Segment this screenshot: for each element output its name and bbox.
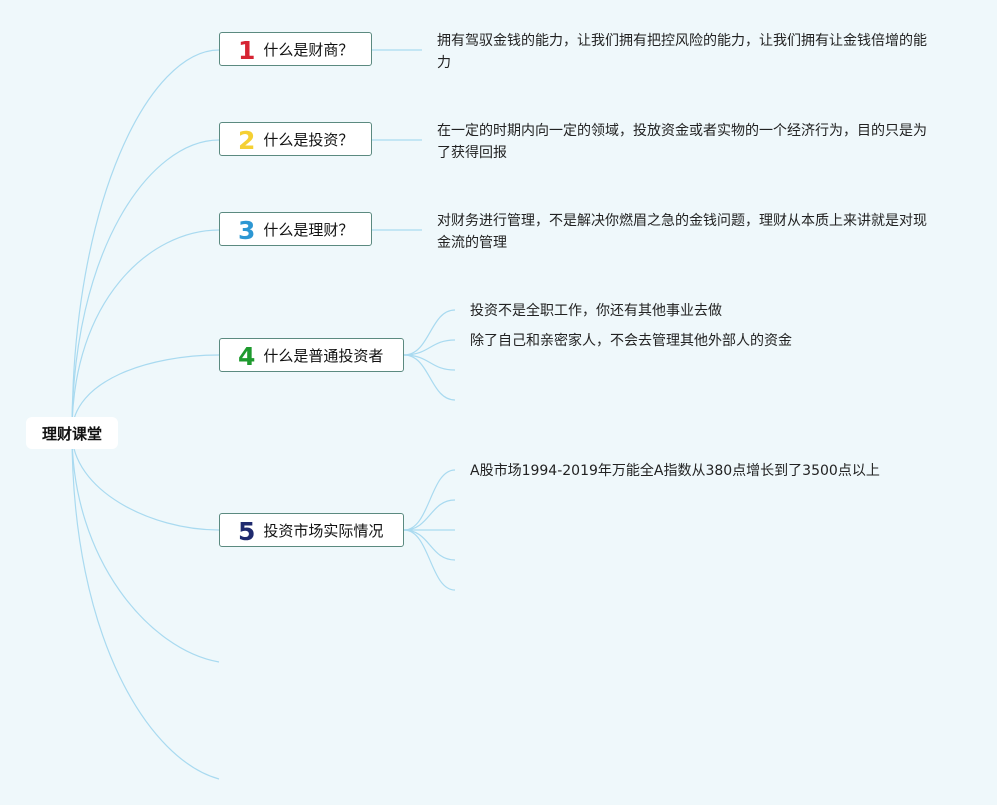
branch-title-2: 什么是投资？ [263, 130, 354, 149]
connector-branch-4-detail-1 [403, 309, 456, 356]
connector-branch-4-detail-3 [403, 354, 456, 371]
detail-node-5-1[interactable]: A股市场1994-2019年万能全A指数从380点增长到了3500点以上 [470, 460, 930, 482]
branch-number-1: 1 [238, 35, 256, 65]
connector-root-branch-5 [71, 432, 220, 531]
detail-text-1-1: 拥有驾驭金钱的能力，让我们拥有把控风险的能力，让我们拥有让金钱倍增的能力 [437, 33, 927, 71]
branch-node-5[interactable]: 5 投资市场实际情况 [219, 513, 404, 547]
connector-branch-5-detail-5 [403, 529, 456, 591]
connector-root-branch-2 [71, 139, 220, 434]
connector-root-empty-6 [71, 432, 220, 663]
detail-text-5-1: A股市场1994-2019年万能全A指数从380点增长到了3500点以上 [470, 463, 880, 479]
detail-node-2-1[interactable]: 在一定的时期内向一定的领域，投放资金或者实物的一个经济行为，目的只是为了获得回报 [437, 120, 937, 164]
connector-root-empty-7 [71, 432, 220, 780]
branch-number-2: 2 [238, 125, 256, 155]
detail-node-1-1[interactable]: 拥有驾驭金钱的能力，让我们拥有把控风险的能力，让我们拥有让金钱倍增的能力 [437, 30, 937, 74]
detail-text-4-1: 投资不是全职工作，你还有其他事业去做 [470, 303, 722, 319]
branch-title-5: 投资市场实际情况 [263, 521, 384, 540]
branch-title-4: 什么是普通投资者 [263, 346, 384, 365]
connector-branch-5-detail-2 [403, 499, 456, 531]
connector-branch-5-detail-1 [403, 469, 456, 531]
root-node-label: 理财课堂 [41, 424, 102, 443]
connector-branch-5-detail-4 [403, 529, 456, 561]
root-node[interactable]: 理财课堂 [26, 417, 118, 449]
branch-node-1[interactable]: 1 什么是财商？ [219, 32, 372, 66]
detail-node-3-1[interactable]: 对财务进行管理，不是解决你燃眉之急的金钱问题，理财从本质上来讲就是对现金流的管理 [437, 210, 937, 254]
branch-number-5: 5 [238, 516, 256, 546]
branch-title-3: 什么是理财？ [263, 220, 354, 239]
detail-text-2-1: 在一定的时期内向一定的领域，投放资金或者实物的一个经济行为，目的只是为了获得回报 [437, 123, 927, 161]
detail-node-4-1[interactable]: 投资不是全职工作，你还有其他事业去做 [470, 300, 890, 322]
branch-node-2[interactable]: 2 什么是投资？ [219, 122, 372, 156]
connector-branch-4-detail-4 [403, 354, 456, 401]
detail-text-3-1: 对财务进行管理，不是解决你燃眉之急的金钱问题，理财从本质上来讲就是对现金流的管理 [437, 213, 927, 251]
connector-root-branch-3 [71, 229, 220, 434]
branch-node-3[interactable]: 3 什么是理财？ [219, 212, 372, 246]
branch-node-4[interactable]: 4 什么是普通投资者 [219, 338, 404, 372]
branch-number-3: 3 [238, 215, 256, 245]
detail-node-4-2[interactable]: 除了自己和亲密家人，不会去管理其他外部人的资金 [470, 330, 890, 352]
detail-text-4-2: 除了自己和亲密家人，不会去管理其他外部人的资金 [470, 333, 792, 349]
branch-title-1: 什么是财商？ [263, 40, 354, 59]
connector-root-branch-1 [71, 49, 220, 434]
connector-branch-4-detail-2 [403, 339, 456, 356]
branch-number-4: 4 [238, 341, 256, 371]
connector-root-branch-4 [71, 354, 220, 434]
